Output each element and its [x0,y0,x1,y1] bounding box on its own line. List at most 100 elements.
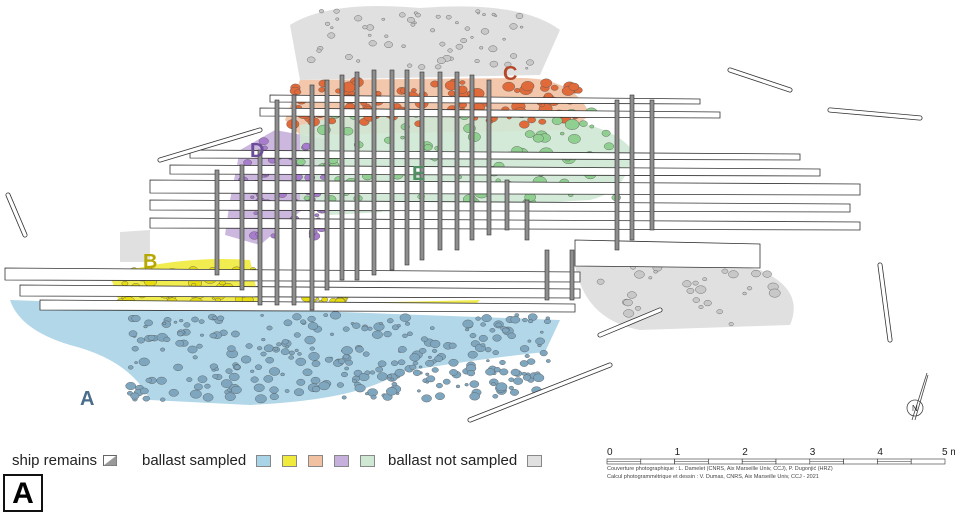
ballast-stone [156,376,167,385]
ballast-stone [198,319,205,324]
ballast-stone [538,118,547,125]
ballast-stone [368,40,377,47]
ballast-stone [469,380,480,388]
ballast-stone [304,335,316,345]
ballast-stone [292,313,302,321]
ballast-stone [418,365,423,369]
ballast-stone [488,45,498,53]
ballast-stone [421,394,432,403]
ballast-stone [127,365,134,370]
ballast-stone [333,8,340,14]
ballast-stone [448,358,459,367]
ballast-stone [509,23,518,30]
ship-plank [574,239,761,269]
ballast-stone [532,134,544,143]
ballast-stone [369,370,376,375]
ballast-stone [495,322,502,328]
ballast-stone [121,281,129,287]
ship-frame [239,164,245,291]
ballast-stone [250,369,255,373]
ship-plank [169,164,821,177]
ballast-stone [550,84,559,91]
zone-label-B: B [143,251,157,273]
ballast-stone [455,384,461,389]
ballast-stone [751,270,761,278]
ballast-stone [312,386,321,393]
legend-ballast-not-sampled: ballast not sampled [388,452,543,469]
ballast-stone [469,392,481,401]
ballast-stone [400,135,405,140]
ballast-stone [434,355,443,362]
ballast-stone [245,343,253,349]
ballast-stone [485,368,495,376]
ballast-stone [425,359,434,367]
ballast-stone [623,299,633,307]
ballast-stone [128,330,138,338]
ballast-stone [336,382,344,388]
ballast-stone [285,345,289,349]
ballast-stone [402,333,408,338]
scale-tick-label: 1 [675,447,681,458]
ballast-stone [692,297,700,303]
ship-frame [649,99,655,231]
ballast-stone [431,367,439,373]
ballast-stone [354,384,366,393]
ballast-stone [212,374,219,379]
ballast-stone [513,377,523,385]
ballast-stone [176,331,184,337]
ballast-stone [391,382,398,387]
ballast-stone [294,89,302,95]
ballast-stone [399,12,406,18]
ballast-stone [508,385,514,390]
ballast-stone [183,322,191,328]
ballast-stone [540,330,544,334]
ballast-stone [396,324,401,328]
ballast-stone [209,332,217,339]
ballast-stone [254,364,262,370]
ballast-stone [423,144,433,151]
ballast-stone [439,41,446,47]
ballast-stone [475,316,481,321]
ship-plank [39,299,576,313]
ballast-stone [362,351,370,357]
ballast-stone [227,345,236,352]
ballast-stone [480,28,490,35]
ballast-stone [494,14,498,18]
ballast-stone [125,382,136,391]
ballast-stone [186,377,193,382]
ballast-stone [416,389,421,393]
ballast-not-sampled-area [120,230,150,262]
ballast-stone [276,342,282,347]
ballast-stone [522,317,528,323]
ballast-stone [502,327,510,334]
ship-plank [19,284,581,299]
ballast-stone [568,134,581,144]
ballast-stone [187,345,198,354]
ballast-stone [394,368,405,377]
ship-plank [149,199,851,213]
ship-frame [354,71,360,281]
ballast-stone [323,313,329,317]
ballast-stone [131,315,141,322]
ship-frame [629,94,635,241]
ballast-stone [330,311,342,320]
ballast-stone [510,53,518,59]
legend-ballast-sampled: ballast sampled [142,452,376,469]
ballast-stone [514,88,521,93]
ballast-stone [321,297,329,303]
swatch-A [256,454,272,467]
ballast-stone [596,278,605,285]
ballast-stone [162,322,167,326]
ballast-stone [175,339,184,347]
ballast-stone [419,347,427,354]
ballast-stone [381,17,386,21]
swatch-E [360,454,376,467]
ballast-stone [425,372,430,376]
ballast-stone [386,387,398,396]
ship-frame [544,249,550,301]
ballast-stone [294,348,299,352]
ballast-stone [284,389,290,393]
scale-tick-label: 3 [810,447,816,458]
ballast-stone [257,346,263,351]
